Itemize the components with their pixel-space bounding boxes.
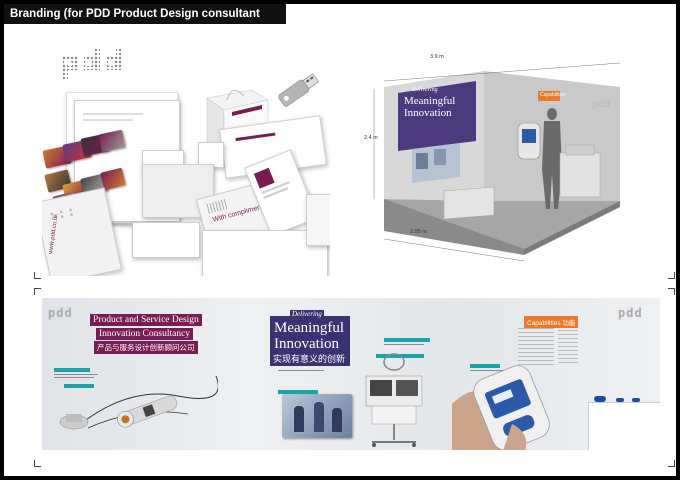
wall-panorama: pdd pdd Product and Service Design Innov… [42,298,660,450]
capabilities-label: Capabilities [527,320,561,327]
panel-delivering: Delivering [412,87,438,93]
usb-key [278,73,320,107]
crop-mark [668,460,675,467]
display-object [594,396,606,402]
svg-text:pdd: pdd [592,99,610,110]
stand-render: pdd [373,62,621,262]
capabilities-list [518,328,578,372]
crop-mark [668,272,675,279]
pano-logo-right: pdd [618,306,643,320]
pano-meaningful: Meaningful [274,320,344,336]
probe-device [59,375,218,430]
callout-tag [54,368,90,372]
notepad [132,222,200,258]
pdd-logo-icon [62,48,122,80]
capabilities-cn: 功能 [562,320,576,327]
pano-capabilities: Capabilities 功能 [524,316,579,328]
callout-tag [278,390,318,394]
crop-mark [34,460,41,467]
panel-meaningful: Meaningful Innovation [404,95,456,119]
display-counter [588,402,660,450]
crop-mark [668,288,675,295]
banner-line-2: Innovation Consultancy [96,328,194,340]
callout-line [470,370,510,371]
dimension-height: 2.4 m [364,135,378,141]
stationery-collage: www.pdd.co.uk ::: With compliments [42,44,330,276]
pano-logo-left: pdd [48,306,73,320]
team-photo [282,394,352,438]
callout-tag [64,384,94,388]
pano-cn-tagline: 实现有意义的创新 [270,352,349,365]
sheet: Branding (for PDD Product Design consult… [4,4,676,476]
crop-mark [34,288,41,295]
callout-line [54,374,98,375]
dimension-width: 3.9 m [430,54,444,60]
callout-line [384,344,424,345]
business-card-blank [198,142,224,168]
banner-line-1: Product and Service Design [90,314,202,326]
sheet-edge [306,194,330,246]
callout-tag [470,364,500,368]
display-object [632,398,640,402]
handheld-device [452,365,550,450]
medical-cart [365,353,423,447]
panel-capabilities: Capabilities [540,92,566,98]
tagline-line [278,370,324,371]
callout-line [54,377,94,378]
dimension-depth: 2.95 m [410,229,427,235]
callout-tag [384,338,430,342]
exhibition-stand: pdd Delivering Meaningful Innovation Cap… [364,49,664,277]
crop-mark [34,272,41,279]
board-title: Branding (for PDD Product Design consult… [4,4,286,40]
pano-innovation: Innovation [274,336,339,352]
banner-cn: 产品与服务设计创新顾问公司 [94,341,198,354]
pano-delivering: Delivering [290,310,324,318]
display-object [616,398,624,402]
